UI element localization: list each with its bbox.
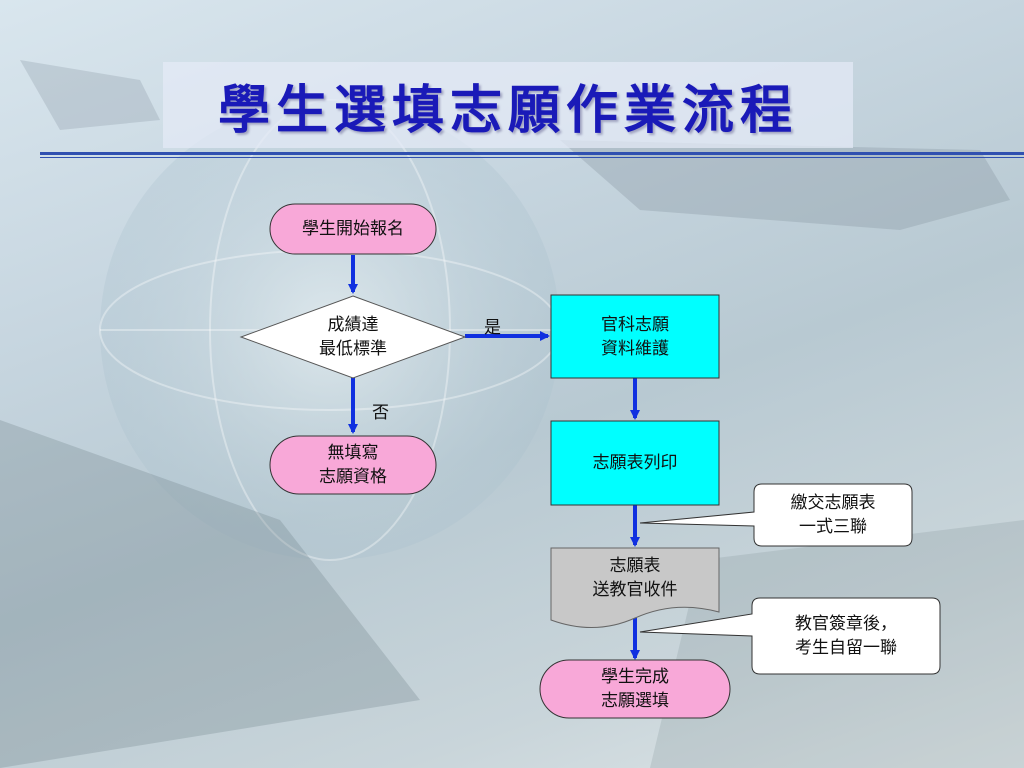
maintain-node-label: 官科志願 資料維護 — [601, 314, 669, 359]
title-divider — [40, 152, 1024, 155]
callout-sign-bubble — [639, 597, 941, 675]
submit-document-node — [550, 547, 720, 628]
start-node — [269, 203, 437, 255]
decision-node-label: 成績達 最低標準 — [319, 315, 387, 359]
callout-submit-form-text: 繳交志願表 一式三聯 — [790, 493, 876, 537]
callout-sign-text: 教官簽章後， 考生自留一聯 — [795, 614, 897, 658]
callout-submit-form-bubble — [639, 483, 913, 547]
title-panel — [163, 62, 853, 148]
decision-node — [239, 295, 467, 379]
page-title: 學生選填志願作業流程 — [217, 79, 798, 141]
end-node — [539, 659, 731, 719]
start-node-label: 學生開始報名 — [302, 219, 404, 239]
no-eligibility-node — [269, 435, 437, 495]
title-divider-thin — [40, 157, 1024, 158]
maintain-node — [550, 294, 720, 379]
print-node-label: 志願表列印 — [592, 453, 678, 473]
edge-label-yes: 是 — [484, 318, 501, 338]
no-eligibility-node-label: 無填寫 志願資格 — [319, 443, 387, 487]
edge-label-no: 否 — [372, 403, 389, 423]
print-node — [550, 420, 720, 506]
submit-document-node-label: 志願表 送教官收件 — [592, 556, 678, 600]
end-node-label: 學生完成 志願選填 — [601, 667, 669, 711]
